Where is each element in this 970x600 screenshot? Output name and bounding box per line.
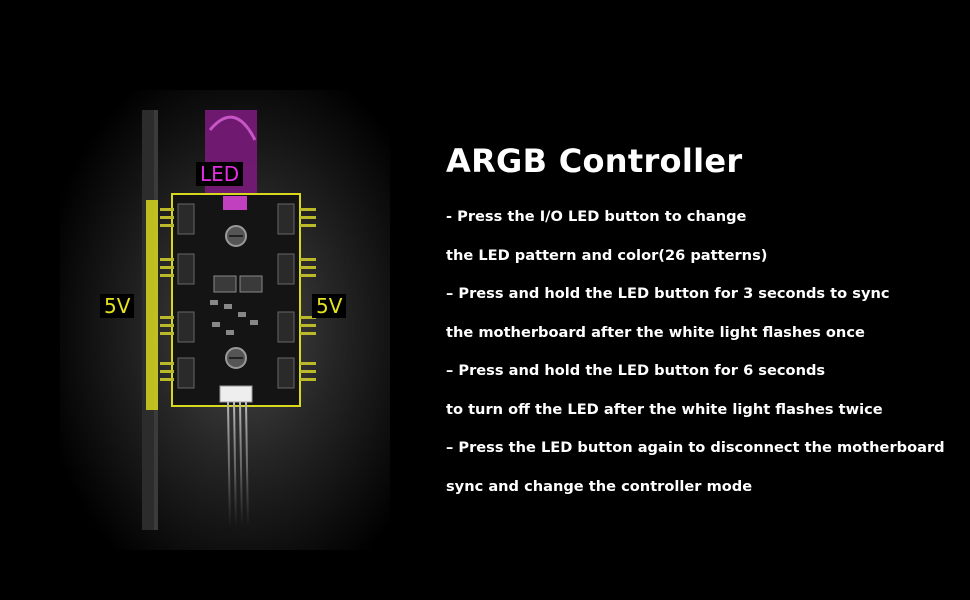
page-title: ARGB Controller	[446, 142, 743, 180]
argb-controller-photo	[60, 90, 390, 550]
description-line-1: - Press the I/O LED button to change	[446, 208, 747, 225]
led-label: LED	[196, 162, 244, 186]
description-line-5: – Press and hold the LED button for 6 se…	[446, 362, 826, 379]
led-connector	[223, 196, 247, 210]
right-5v-label: 5V	[312, 294, 347, 318]
ic-chip-1	[213, 275, 237, 293]
right-headers	[300, 208, 316, 381]
description-line-7: – Press the LED button again to disconne…	[446, 439, 945, 456]
description-line-2: the LED pattern and color(26 patterns)	[446, 247, 768, 264]
description-line-8: sync and change the controller mode	[446, 478, 753, 495]
ic-chip-2	[239, 275, 263, 293]
description-line-6: to turn off the LED after the white ligh…	[446, 401, 883, 418]
pcb-connectors	[177, 203, 295, 389]
description-line-4: the motherboard after the white light fl…	[446, 324, 865, 341]
power-cable	[227, 401, 249, 531]
left-pin-rail	[146, 200, 158, 410]
led-cable	[205, 110, 257, 200]
left-headers	[160, 208, 174, 381]
left-5v-label: 5V	[100, 294, 135, 318]
bottom-connector	[219, 385, 253, 403]
description-line-3: – Press and hold the LED button for 3 se…	[446, 285, 890, 302]
